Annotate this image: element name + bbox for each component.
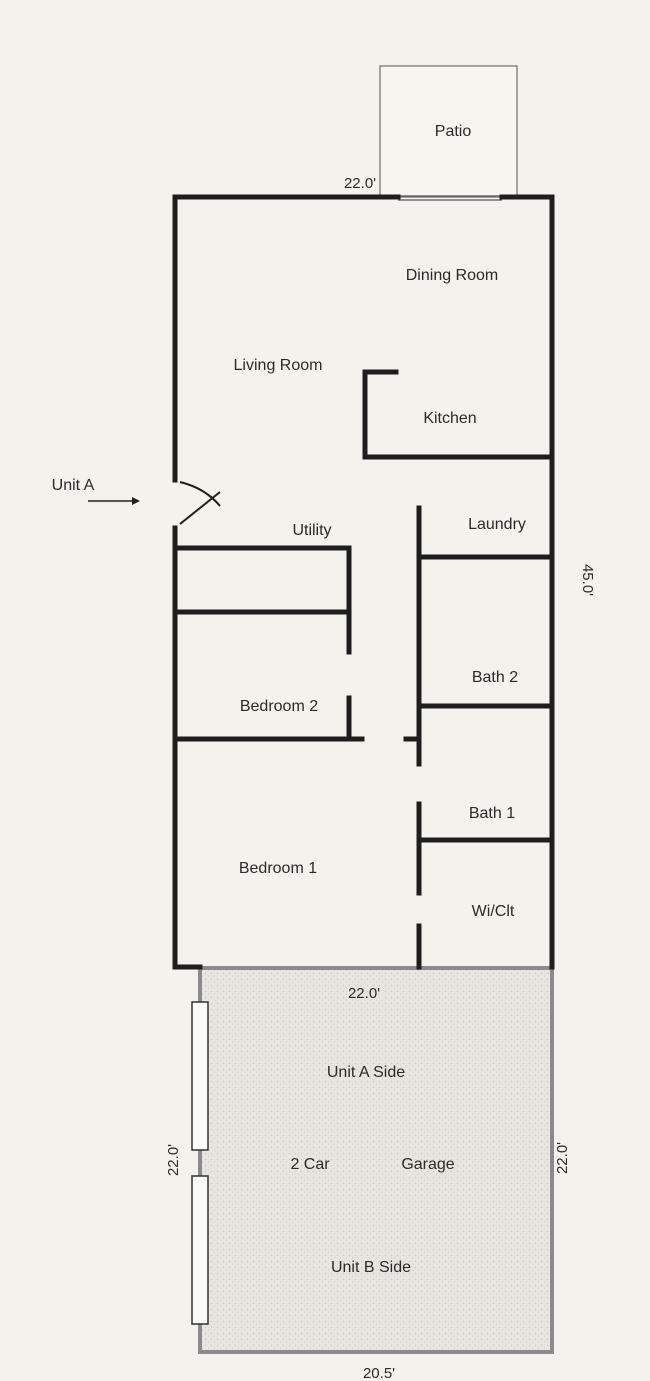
bath-1-label: Bath 1 [469,805,515,822]
garage-door-upper [191,1001,209,1151]
garage-door-lower [191,1175,209,1325]
garage-right-depth-dimension: 22.0' [554,1142,571,1174]
patio-area [379,65,518,198]
entry-door [179,481,221,525]
two-car-label: 2 Car [290,1156,330,1173]
exterior-walls [172,194,555,970]
dining-room-label: Dining Room [406,267,498,284]
unit-b-side-label: Unit B Side [331,1259,411,1276]
kitchen-label: Kitchen [423,410,476,427]
garage-label: Garage [401,1156,454,1173]
garage-area [198,966,554,1354]
right-depth-dimension: 45.0' [579,564,596,596]
utility-label: Utility [292,522,331,539]
bedroom-2-label: Bedroom 2 [240,698,318,715]
living-room-label: Living Room [234,357,323,374]
garage-left-depth-dimension: 22.0' [165,1144,182,1176]
entry-arrow [88,497,140,505]
patio-label: Patio [435,123,472,140]
garage-bottom-width-dimension: 20.5' [363,1365,395,1381]
bath-2-label: Bath 2 [472,669,518,686]
bedroom-1-label: Bedroom 1 [239,860,317,877]
walk-in-closet-label: Wi/Clt [472,903,515,920]
entry-label: Unit A [52,477,95,494]
garage-top-width-dimension: 22.0' [348,985,380,1002]
top-width-dimension: 22.0' [344,175,376,192]
interior-walls [172,369,555,970]
unit-a-side-label: Unit A Side [327,1064,405,1081]
laundry-label: Laundry [468,516,526,533]
